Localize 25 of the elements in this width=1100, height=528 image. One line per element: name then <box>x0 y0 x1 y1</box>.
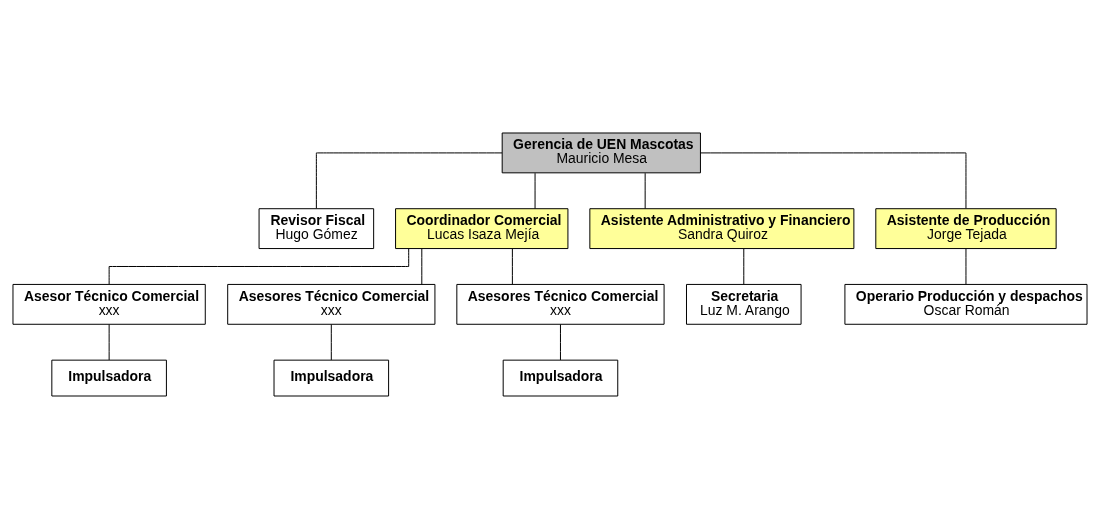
connector <box>108 247 410 285</box>
connector <box>534 172 536 209</box>
node-box: Asesores Técnico Comercial xxx <box>227 283 436 325</box>
node-box: Coordinador Comercial Lucas Isaza Mejía <box>395 207 569 249</box>
node-box: Revisor Fiscal Hugo Gómez <box>258 207 375 249</box>
node-box: Asistente de Producción Jorge Tejada <box>875 207 1057 249</box>
connector <box>743 247 745 285</box>
node-box: Impulsadora <box>273 359 390 396</box>
node-box: Asesor Técnico Comercial xxx <box>12 283 206 325</box>
node-box: Impulsadora <box>502 359 619 396</box>
node-box: Secretaria Luz M. Arango <box>686 283 802 325</box>
connector <box>644 172 646 209</box>
node-box: Asesores Técnico Comercial xxx <box>456 283 665 325</box>
connector <box>315 151 503 209</box>
connector <box>511 247 513 285</box>
connector <box>559 323 561 360</box>
connector <box>965 247 967 285</box>
connector <box>108 323 110 360</box>
connector <box>421 247 423 285</box>
connector <box>699 151 967 209</box>
node-box: Asistente Administrativo y Financiero Sandra Quiroz <box>589 207 855 249</box>
node-box: Impulsadora <box>51 359 167 396</box>
node-box: Gerencia de UEN Mascotas Mauricio Mesa <box>501 132 701 173</box>
connector <box>330 323 332 360</box>
node-box: Operario Producción y despachos Oscar Román <box>844 283 1088 325</box>
